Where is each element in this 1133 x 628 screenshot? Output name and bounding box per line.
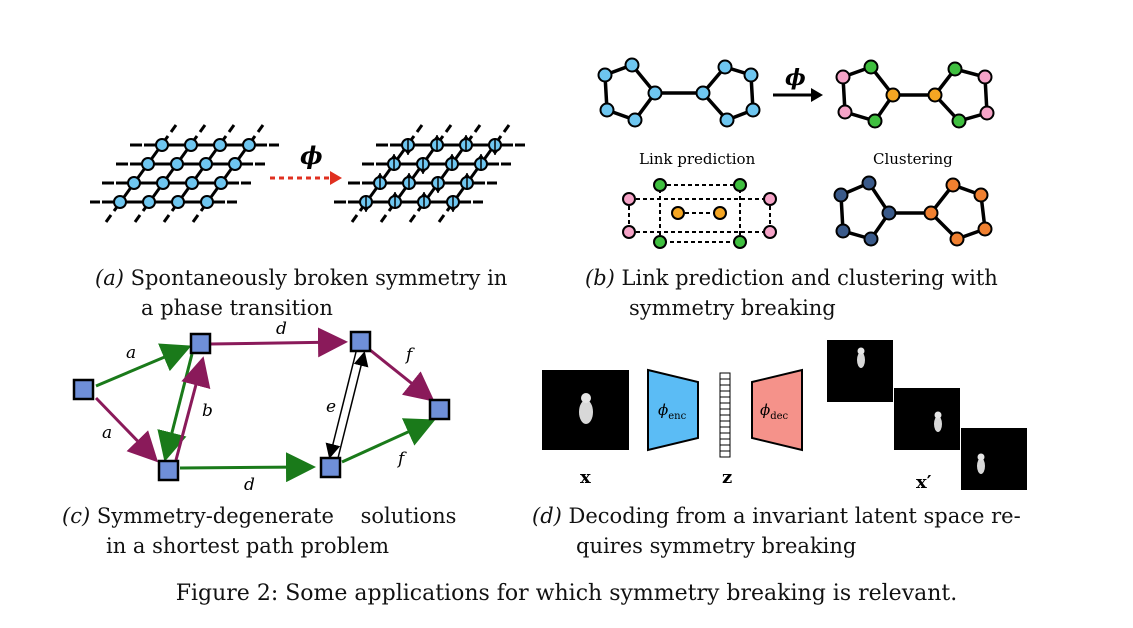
caption-b: (b) Link prediction and clustering with …	[585, 263, 1045, 323]
lattice-site	[155, 138, 169, 152]
caption-c-label: (c)	[62, 504, 91, 528]
lattice-site	[242, 138, 256, 152]
edge-label-f2: f	[396, 449, 407, 469]
input-image	[542, 370, 629, 450]
edge-label-e: e	[326, 397, 336, 417]
clustering-label: Clustering	[873, 150, 953, 168]
lattice-site	[228, 157, 242, 171]
panel-d-diagram: x ϕenc z ϕdec x′	[542, 340, 1027, 493]
lattice-site	[214, 176, 228, 190]
decoder-label: ϕdec	[760, 401, 789, 422]
lattice-site	[213, 138, 227, 152]
edge-a-up	[95, 343, 192, 388]
caption-b-label: (b)	[585, 266, 615, 290]
transition-arrow-head	[330, 171, 342, 185]
decoder-block	[751, 368, 803, 452]
lattice-site	[184, 138, 198, 152]
b-arrow-head	[811, 88, 823, 102]
edge-b-down	[157, 353, 194, 462]
caption-a-label: (a)	[95, 266, 124, 290]
edge-a-down	[94, 396, 159, 463]
output-image-3	[961, 428, 1027, 490]
link-prediction-label: Link prediction	[639, 150, 756, 168]
clustering-molecule	[839, 180, 987, 242]
output-image-1	[827, 340, 893, 402]
molecule-input	[603, 62, 755, 123]
phi-label-a: ϕ	[300, 141, 323, 170]
caption-c-line2: in a shortest path problem	[106, 534, 390, 558]
lattice-site	[127, 176, 141, 190]
edge-d-top	[209, 327, 348, 358]
caption-d-line2: quires symmetry breaking	[576, 534, 857, 558]
edge-f-bottom	[341, 418, 436, 464]
panel-c-diagram: a a b d d e f f	[72, 320, 451, 495]
caption-b-line2: symmetry breaking	[629, 296, 836, 320]
caption-a-line1: Spontaneously broken symmetry in	[130, 266, 508, 290]
caption-d-label: (d)	[532, 504, 562, 528]
z-label: z	[722, 467, 732, 488]
output-image-2	[894, 388, 960, 450]
caption-d-line1: Decoding from a invariant latent space r…	[568, 504, 1021, 528]
edge-label-a1: a	[126, 343, 136, 363]
lattice-site	[156, 176, 170, 190]
latent-vector	[719, 372, 731, 458]
phi-label-b: ϕ	[785, 65, 806, 91]
edge-d-bottom	[179, 452, 316, 483]
caption-a: (a) Spontaneously broken symmetry in a p…	[95, 263, 535, 323]
lattice-before	[90, 124, 279, 223]
lattice-site	[199, 157, 213, 171]
lattice-site	[113, 195, 127, 209]
caption-c-line1: Symmetry-degenerate solutions	[96, 504, 457, 528]
encoder-block	[647, 368, 699, 452]
link-prediction-nodes	[622, 178, 777, 249]
xprime-label: x′	[916, 472, 932, 493]
caption-d: (d) Decoding from a invariant latent spa…	[532, 501, 1092, 561]
edge-b-up	[174, 356, 211, 461]
edge-label-d1: d	[276, 320, 287, 339]
lattice-site	[141, 157, 155, 171]
edge-label-b: b	[202, 401, 213, 421]
panel-a-diagram: ϕ	[90, 124, 525, 223]
x-label: x	[580, 467, 591, 488]
lattice-site	[185, 176, 199, 190]
caption-a-line2: a phase transition	[141, 296, 333, 320]
lattice-site	[171, 195, 185, 209]
lattice-site	[200, 195, 214, 209]
caption-c: (c) Symmetry-degenerate solutions in a s…	[62, 501, 502, 561]
figure-caption: Figure 2: Some applications for which sy…	[175, 581, 958, 606]
caption-b-line1: Link prediction and clustering with	[621, 266, 998, 290]
edge-f-top	[369, 348, 435, 402]
lattice-after	[334, 124, 525, 223]
link-prediction-graph	[628, 184, 771, 243]
encoder-label: ϕenc	[658, 401, 687, 422]
lattice-site	[170, 157, 184, 171]
edge-e-down	[325, 351, 357, 459]
panel-b-diagram: ϕ Link prediction Clustering	[597, 57, 995, 249]
clustering-nodes	[833, 175, 993, 247]
molecule-output	[841, 64, 989, 124]
lattice-site	[142, 195, 156, 209]
molecule-output-nodes	[835, 59, 995, 129]
edge-label-f1: f	[404, 345, 415, 365]
edge-e-up	[337, 351, 369, 459]
edge-label-a2: a	[102, 423, 112, 443]
edge-label-d2: d	[244, 475, 255, 495]
molecule-input-nodes	[597, 57, 761, 128]
path-nodes	[72, 330, 451, 482]
